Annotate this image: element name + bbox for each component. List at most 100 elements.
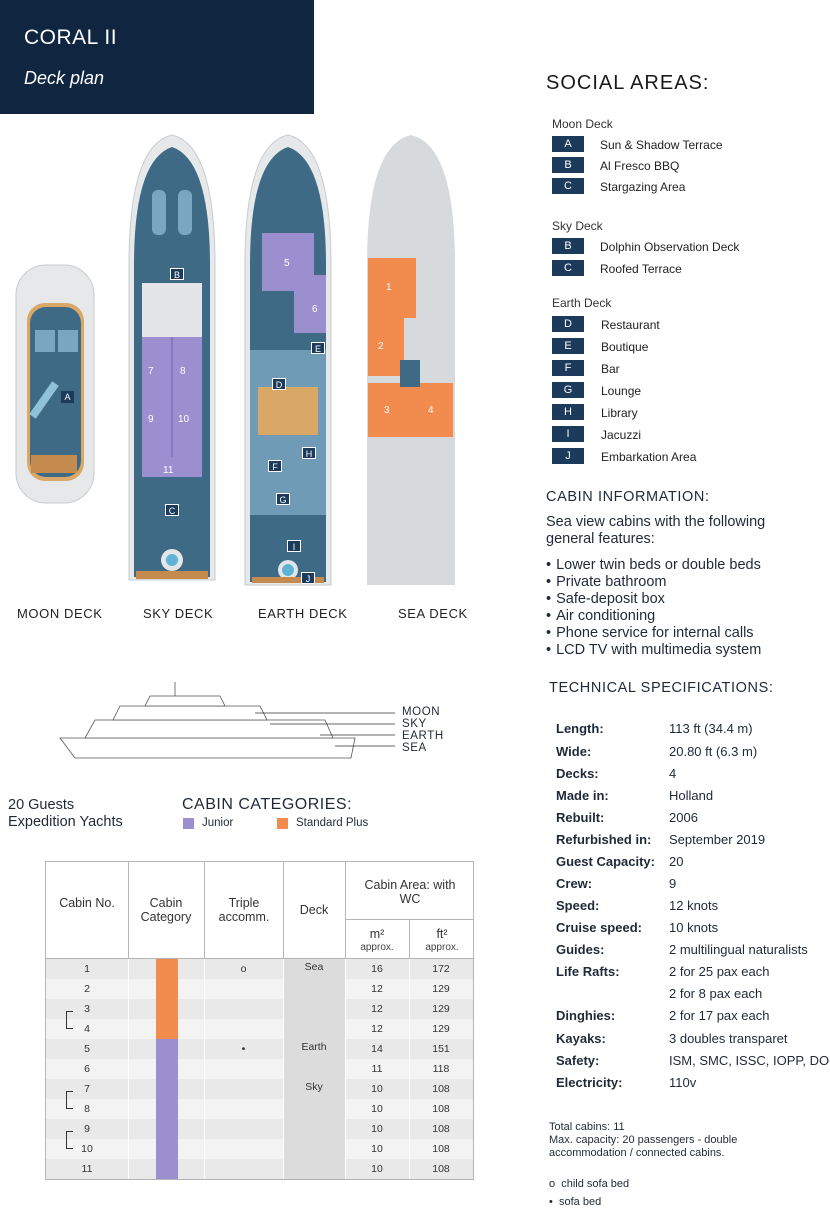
cabin-number: 6 <box>84 1063 90 1075</box>
header-m2: m² <box>369 927 385 941</box>
code-badge: C <box>552 260 584 276</box>
profile-label-sea: SEA <box>402 742 427 754</box>
social-item: B <box>552 238 584 254</box>
area-ft2: 108 <box>432 1143 450 1155</box>
social-item-label: Lounge <box>601 384 642 398</box>
social-item-label: Sun & Shadow Terrace <box>600 138 723 152</box>
feature-item: Private bathroom <box>546 574 761 591</box>
tech-specs-title: TECHNICAL SPECIFICATIONS: <box>549 680 774 696</box>
area-m2: 12 <box>371 1003 383 1015</box>
spec-value: 20.80 ft (6.3 m) <box>669 744 758 759</box>
header-cabin-no: Cabin No. <box>59 896 115 910</box>
spec-value: 2006 <box>669 810 698 825</box>
area-ft2: 151 <box>432 1043 450 1055</box>
spec-label: Guest Capacity: <box>556 854 655 869</box>
category-swatch <box>156 959 178 979</box>
social-areas-title: SOCIAL AREAS: <box>546 72 710 94</box>
symbol-mark: • <box>549 1196 553 1208</box>
junior-swatch <box>183 817 194 829</box>
deck-name <box>283 1119 345 1139</box>
deck-name: Sea <box>283 959 345 979</box>
spec-value: 3 doubles transparet <box>669 1031 788 1046</box>
max-capacity: Max. capacity: 20 passengers - double ac… <box>549 1134 738 1159</box>
social-item-label: Embarkation Area <box>601 450 697 464</box>
cabin-number: 11 <box>81 1163 93 1175</box>
mark-sky-10: 10 <box>178 414 190 425</box>
category-swatch <box>156 1059 178 1079</box>
spec-label: Guides: <box>556 942 605 957</box>
mark-earth-e: E <box>311 342 325 354</box>
mark-sea-2: 2 <box>378 341 384 352</box>
spec-label: Life Rafts: <box>556 964 620 979</box>
code-badge: E <box>552 338 584 354</box>
social-item: E <box>552 338 584 354</box>
header-triple: Triple accomm. <box>218 896 270 924</box>
symbol-label: child sofa bed <box>561 1178 630 1190</box>
social-item: B <box>552 157 584 173</box>
spec-value: 4 <box>669 766 677 781</box>
category-label: Junior <box>202 817 234 829</box>
ship-profile-illustration <box>59 682 395 759</box>
cabin-info-title: CABIN INFORMATION: <box>546 489 710 505</box>
area-ft2: 108 <box>432 1123 450 1135</box>
mark-sea-1: 1 <box>386 282 392 293</box>
moon-deck-plan <box>15 264 95 504</box>
code-badge: J <box>552 448 584 464</box>
triple-accomm: o <box>240 963 247 975</box>
deck-name: Sky <box>283 1079 345 1099</box>
area-m2: 12 <box>371 1023 383 1035</box>
social-item: H <box>552 404 584 420</box>
deck-name: Earth <box>283 1039 345 1059</box>
area-m2: 14 <box>371 1043 383 1055</box>
mark-sky-7: 7 <box>148 366 154 377</box>
mark-earth-d: D <box>272 378 286 390</box>
category-junior: Junior <box>183 817 233 829</box>
spec-label: Length: <box>556 721 604 736</box>
social-item-label: Jacuzzi <box>601 428 642 442</box>
category-swatch <box>156 1139 178 1159</box>
guest-count: 20 Guests <box>8 797 75 813</box>
mark-earth-h: H <box>302 447 316 459</box>
area-ft2: 129 <box>432 1003 450 1015</box>
symbol-legend-child-sofa: o child sofa bed <box>549 1178 629 1190</box>
deck-name <box>283 1139 345 1159</box>
mark-sky-8: 8 <box>180 366 186 377</box>
category-swatch <box>156 1159 178 1179</box>
area-m2: 10 <box>371 1123 383 1135</box>
social-item-label: Roofed Terrace <box>600 262 682 276</box>
social-item: I <box>552 426 584 442</box>
cabin-table: Cabin No. Cabin Category Triple accomm. … <box>45 861 474 1180</box>
feature-item: Air conditioning <box>546 608 761 625</box>
social-group-moon: Moon Deck <box>552 117 613 131</box>
social-item-label: Restaurant <box>601 318 660 332</box>
spec-value: September 2019 <box>669 832 766 847</box>
triple-accomm <box>204 999 283 1019</box>
cabin-categories-title: CABIN CATEGORIES: <box>182 796 353 813</box>
social-item: F <box>552 360 584 376</box>
triple-accomm <box>204 1059 283 1079</box>
social-item: C <box>552 260 584 276</box>
spec-value: 113 ft (34.4 m) <box>669 721 753 736</box>
mark-sky-b: B <box>170 268 184 280</box>
symbol-label: sofa bed <box>558 1196 602 1208</box>
area-m2: 12 <box>371 983 383 995</box>
code-badge: I <box>552 426 584 442</box>
feature-list: Lower twin beds or double beds Private b… <box>546 557 761 659</box>
header-area: Cabin Area: with WC <box>364 878 456 906</box>
mark-earth-6: 6 <box>312 304 318 315</box>
cabin-info-intro: Sea view cabins with the following gener… <box>546 514 766 547</box>
deck-name <box>283 1019 345 1039</box>
category-swatch <box>156 1099 178 1119</box>
feature-item: Safe-deposit box <box>546 591 761 608</box>
social-item: D <box>552 316 584 332</box>
deck-name <box>283 979 345 999</box>
spec-label: Speed: <box>556 898 600 913</box>
spec-label: Rebuilt: <box>556 810 605 825</box>
spec-label: Kayaks: <box>556 1031 606 1046</box>
category-swatch <box>156 979 178 999</box>
category-standard-plus: Standard Plus <box>277 817 368 829</box>
totals: Total cabins: 11 Max. capacity: 20 passe… <box>549 1121 809 1160</box>
